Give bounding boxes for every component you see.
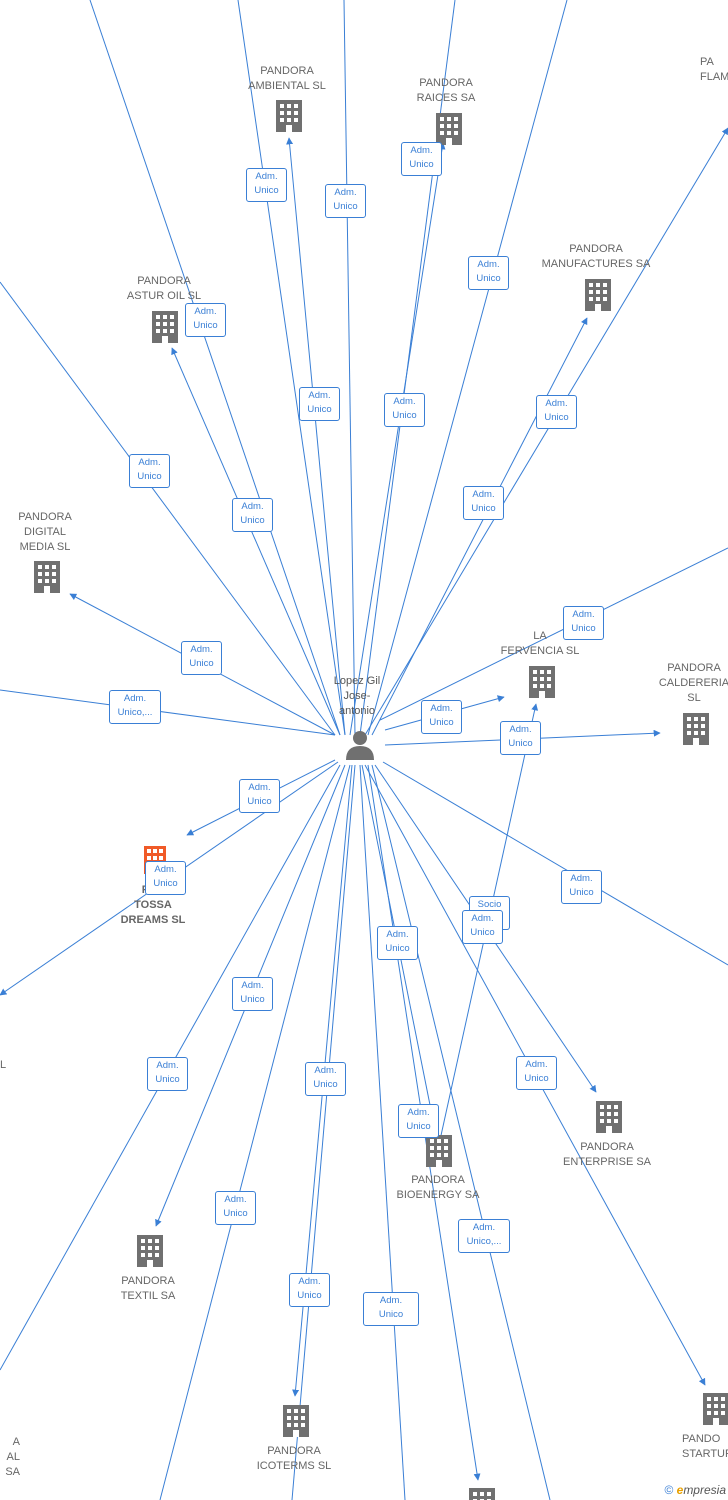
company-label-bioenergy[interactable]: PANDORA BIOENERGY SA [396,1174,480,1201]
company-label-caldereria[interactable]: PANDORA CALDERERIA SL [658,662,728,704]
role-badge[interactable]: Adm. Unico [185,303,226,337]
role-badge[interactable]: Adm. Unico [500,721,541,755]
role-badge[interactable]: Adm. Unico,... [109,690,161,724]
company-label-digital[interactable]: PANDORA DIGITAL MEDIA SL [18,511,72,553]
role-badge[interactable]: Adm. Unico,... [458,1219,510,1253]
role-badge[interactable]: Adm. Unico [468,256,509,290]
building-icon [436,113,462,145]
company-label-astur[interactable]: PANDORA ASTUR OIL SL [126,275,202,302]
company-label-fervencia[interactable]: LA FERVENCIA SL [500,630,580,657]
role-badge[interactable]: Adm. Unico [463,486,504,520]
role-badge[interactable]: Adm. Unico [561,870,602,904]
building-icon [585,279,611,311]
role-badge[interactable]: Adm. Unico [384,393,425,427]
company-label-manufactures[interactable]: PANDORA MANUFACTURES SA [541,243,651,270]
building-icon [137,1235,163,1267]
role-badge[interactable]: Adm. Unico [398,1104,439,1138]
building-icon [283,1405,309,1437]
company-label-raices[interactable]: PANDORA RAICES SA [416,77,476,104]
role-badge[interactable]: Adm. Unico [462,910,503,944]
company-label-textil[interactable]: PANDORA TEXTIL SA [120,1275,176,1302]
building-icon [703,1393,728,1425]
brand-logo-e: e [676,1483,684,1497]
building-icon [152,311,178,343]
role-badge[interactable]: Adm. Unico [516,1056,557,1090]
building-icon [596,1101,622,1133]
role-badge[interactable]: Adm. Unico [401,142,442,176]
company-label-enterprise[interactable]: PANDORA ENTERPRISE SA [562,1141,652,1168]
copyright-symbol: © [664,1483,674,1497]
building-icon [469,1488,495,1500]
role-badge[interactable]: Adm. Unico [536,395,577,429]
company-label-bottomleft[interactable]: A AL SA [5,1436,20,1478]
building-icon [683,713,709,745]
role-badge[interactable]: Adm. Unico [232,977,273,1011]
person-label[interactable]: Lopez Gil Jose- antonio [333,675,381,717]
role-badge[interactable]: Adm. Unico [289,1273,330,1307]
role-badge[interactable]: Adm. Unico [181,641,222,675]
role-badge[interactable]: Adm. Unico [232,498,273,532]
role-badge[interactable]: Adm. Unico [129,454,170,488]
role-badge[interactable]: Adm. Unico [299,387,340,421]
role-badge[interactable]: Adm. Unico [215,1191,256,1225]
role-badge[interactable]: Adm. Unico [239,779,280,813]
role-badge[interactable]: Adm. Unico [377,926,418,960]
brand-logo-text: mpresia [683,1483,726,1497]
role-badge[interactable]: Adm. Unico [563,606,604,640]
company-label-icoterms[interactable]: PANDORA ICOTERMS SL [256,1445,332,1472]
copyright-notice[interactable]: © empresia [664,1483,726,1497]
role-badge[interactable]: Adm. Unico [325,184,366,218]
company-label-leftcut[interactable]: L [0,1059,7,1071]
role-badge[interactable]: Adm. Unico [363,1292,419,1326]
role-badge[interactable]: Adm. Unico [421,700,462,734]
role-badge[interactable]: Adm. Unico [145,861,186,895]
company-label-flam[interactable]: PA FLAM [700,56,728,83]
building-icon [34,561,60,593]
role-badge[interactable]: Adm. Unico [246,168,287,202]
person-icon [346,731,374,760]
company-label-ambiental[interactable]: PANDORA AMBIENTAL SL [248,65,326,92]
role-badge[interactable]: Adm. Unico [147,1057,188,1091]
building-icon [276,100,302,132]
building-icon [529,666,555,698]
company-label-startup[interactable]: PANDO STARTUP [682,1433,728,1460]
role-badge[interactable]: Adm. Unico [305,1062,346,1096]
building-icon [426,1135,452,1167]
